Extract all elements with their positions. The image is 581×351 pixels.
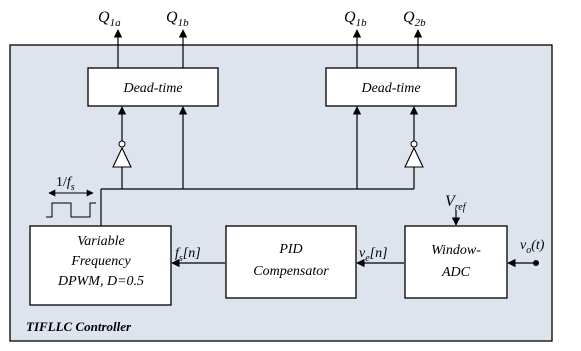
pid-block: PID Compensator xyxy=(225,225,357,299)
square-wave-icon xyxy=(46,202,96,218)
pid-label-line2: Compensator xyxy=(253,264,329,279)
adc-label-line1: Window- xyxy=(431,243,481,258)
adc-label-line2: ADC xyxy=(441,265,471,280)
controller-label: TIFLLC Controller xyxy=(26,319,132,334)
vref-label: Vref xyxy=(445,193,467,213)
deadtime-label-left: Dead-time xyxy=(122,81,182,96)
output-label-q1b-right: Q1b xyxy=(344,9,367,29)
output-label-q1a: Q1a xyxy=(98,9,121,29)
fs-label: fs[n] xyxy=(175,246,201,264)
period-label: 1/fs xyxy=(56,175,75,193)
ve-label: ve[n] xyxy=(359,246,388,264)
vo-label: vo(t) xyxy=(520,238,545,256)
output-label-q2b: Q2b xyxy=(403,9,426,29)
dpwm-label-line3: DPWM, D=0.5 xyxy=(57,274,144,289)
pid-label-line1: PID xyxy=(278,242,302,257)
dpwm-label-line1: Variable xyxy=(77,234,124,249)
dpwm-label-line2: Frequency xyxy=(70,254,131,269)
dpwm-block: Variable Frequency DPWM, D=0.5 xyxy=(29,225,172,306)
output-label-q1b-left: Q1b xyxy=(166,9,189,29)
deadtime-block-right: Dead-time xyxy=(325,67,457,107)
deadtime-block-left: Dead-time xyxy=(87,67,219,107)
window-adc-block: Window- ADC xyxy=(404,225,508,299)
pwm-distribution-wires xyxy=(100,106,415,226)
deadtime-label-right: Dead-time xyxy=(360,81,420,96)
